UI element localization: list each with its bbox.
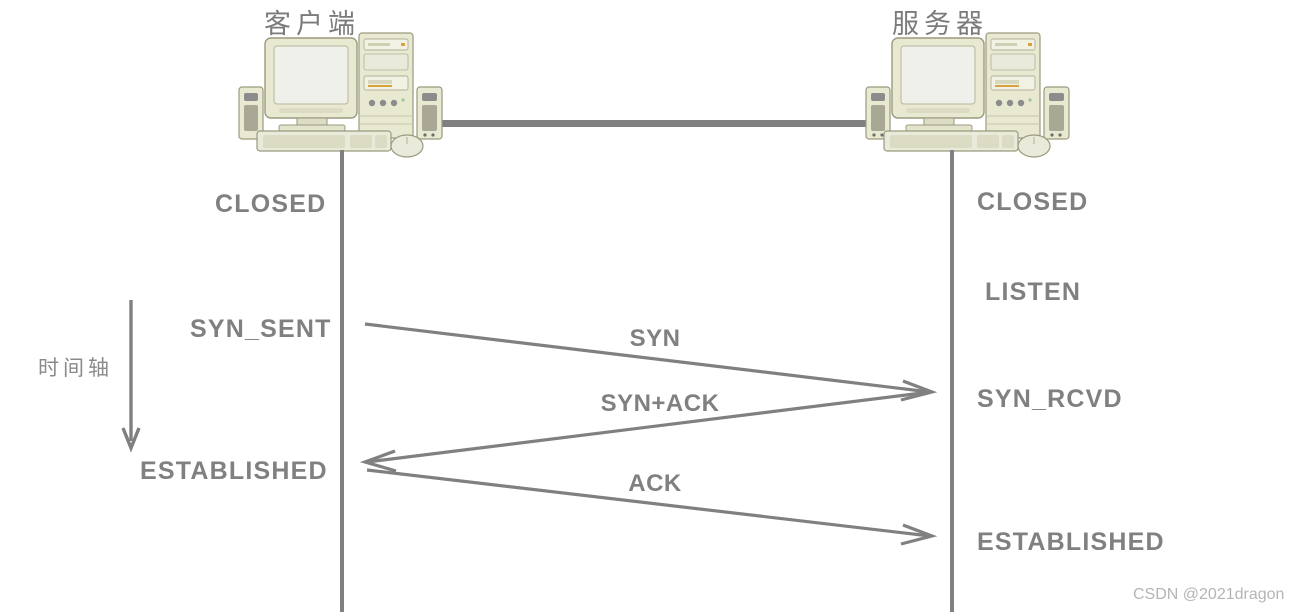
client-state-closed: CLOSED [215,190,327,218]
server-state-established: ESTABLISHED [977,528,1165,556]
client-computer [235,30,447,165]
client-title: 客户端 [264,9,360,39]
client-lifeline [340,150,344,612]
time-axis-label: 时间轴 [38,356,113,380]
server-lifeline [950,150,954,612]
server-state-listen: LISTEN [985,278,1082,306]
message-label-syn-ack: SYN+ACK [600,390,720,417]
server-title: 服务器 [892,9,988,39]
time-axis-arrow [121,300,141,453]
server-computer [862,30,1074,165]
message-label-syn: SYN [629,325,681,352]
client-state-established: ESTABLISHED [140,457,328,485]
message-label-ack: ACK [628,470,682,497]
server-state-closed: CLOSED [977,188,1089,216]
client-state-syn-sent: SYN_SENT [190,315,332,343]
server-state-syn-rcvd: SYN_RCVD [977,385,1123,413]
watermark: CSDN @2021dragon [1133,586,1285,603]
network-cable [425,120,875,127]
